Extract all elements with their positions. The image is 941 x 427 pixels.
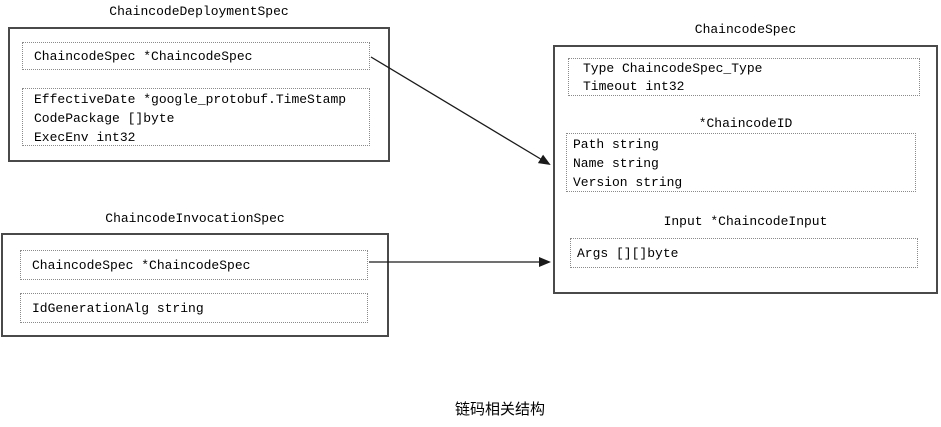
deployment-spec-title: ChaincodeDeploymentSpec [109,4,289,19]
chaincode-id-fields: Path string Name string Version string [566,133,916,192]
field-text: ChaincodeSpec *ChaincodeSpec [32,257,251,273]
invocation-spec-field-chaincodespec: ChaincodeSpec *ChaincodeSpec [20,250,368,280]
chaincode-spec-field-type: Type ChaincodeSpec_Type Timeout int32 [568,58,920,96]
field-text: ExecEnv int32 [34,130,136,145]
chaincode-input-args-field: Args [][]byte [570,238,918,268]
field-text: IdGenerationAlg string [32,300,204,316]
field-text: CodePackage []byte [34,111,175,126]
field-text: Args [][]byte [577,245,679,261]
chaincode-id-label: *ChaincodeID [698,116,793,131]
invocation-spec-field-idgeneration: IdGenerationAlg string [20,293,368,323]
field-text: Type ChaincodeSpec_Type [583,61,763,76]
field-text: Path string [573,137,659,152]
deployment-spec-field-details: EffectiveDate *google_protobuf.TimeStamp… [22,88,370,146]
diagram-caption: 链码相关结构 [454,400,545,418]
invocation-spec-title: ChaincodeInvocationSpec [105,211,285,226]
field-text: Timeout int32 [583,79,685,94]
chaincode-input-label: Input *ChaincodeInput [663,214,828,229]
field-text: EffectiveDate *google_protobuf.TimeStamp [34,92,347,107]
chaincode-spec-title: ChaincodeSpec [694,22,797,37]
field-text: Name string [573,156,659,171]
field-text: Version string [573,175,683,190]
deployment-spec-field-chaincodespec: ChaincodeSpec *ChaincodeSpec [22,42,370,70]
field-text: ChaincodeSpec *ChaincodeSpec [34,48,253,64]
arrow-deployment-to-chaincodespec [370,56,551,166]
